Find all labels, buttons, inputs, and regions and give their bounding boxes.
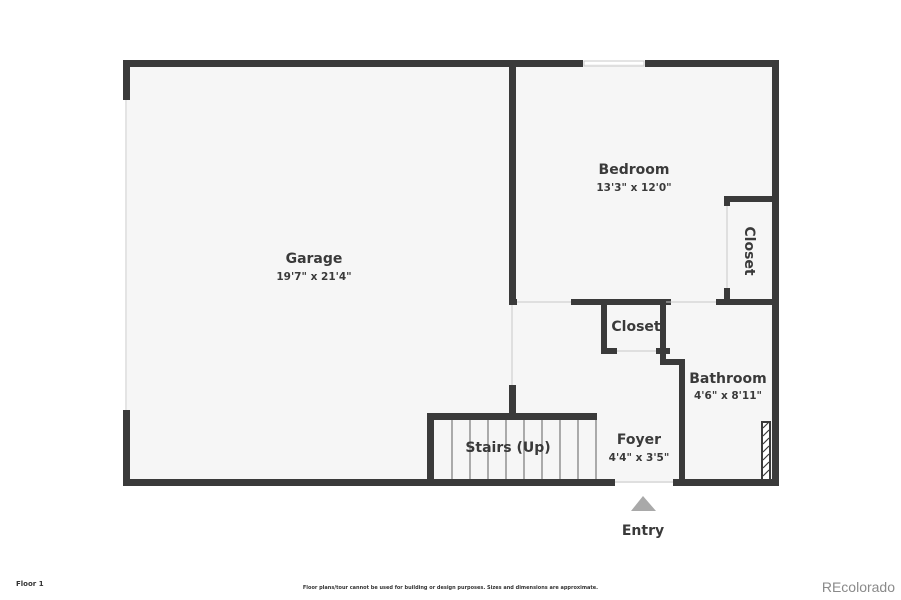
garage-dims: 19'7" x 21'4" <box>276 271 351 283</box>
openings <box>125 60 728 483</box>
bedroom-closet-name: Closet <box>741 226 757 276</box>
foyer-name: Foyer <box>617 432 661 448</box>
bedroom-name: Bedroom <box>599 162 670 178</box>
stairs-name: Stairs (Up) <box>465 440 550 456</box>
brand-logo: REcolorado <box>821 579 895 595</box>
bathroom-dims: 4'6" x 8'11" <box>694 390 762 402</box>
stair-treads <box>451 420 597 479</box>
bedroom-window <box>583 60 645 67</box>
garage-name: Garage <box>286 251 343 267</box>
foyer-dims: 4'4" x 3'5" <box>609 452 670 464</box>
entry-label: Entry <box>622 523 664 539</box>
bedroom-dims: 13'3" x 12'0" <box>596 182 671 194</box>
bathroom-name: Bathroom <box>689 371 767 387</box>
entry-arrow-icon <box>631 496 656 511</box>
disclaimer-text: Floor plans/tour cannot be used for buil… <box>302 585 599 591</box>
hall-closet-name: Closet <box>611 319 661 335</box>
walls <box>123 60 779 486</box>
floor-area <box>127 64 775 483</box>
floor-label: Floor 1 <box>16 580 44 588</box>
bathroom-fixture <box>761 421 771 481</box>
